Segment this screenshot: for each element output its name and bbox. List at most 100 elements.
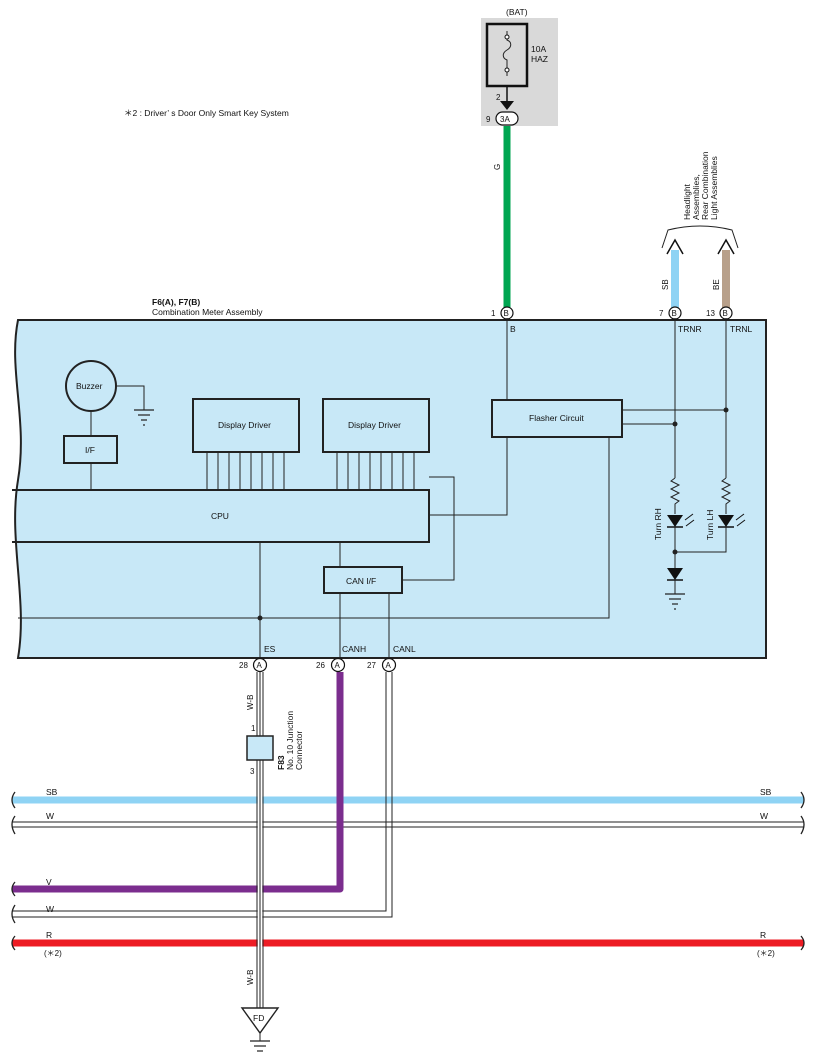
if-label: I/F <box>85 445 95 455</box>
bus-w1-left-label: W <box>46 811 54 821</box>
note-text: ＊2 : Driver’ s Door Only Smart Key Syste… <box>124 108 289 118</box>
bottom-pin-26-signal: CANH <box>342 644 366 654</box>
bus-w2-left-label: W <box>46 904 54 914</box>
destination-line-4: Light Assemblies <box>709 156 719 220</box>
fuse-symbol <box>502 31 512 76</box>
bottom-pin-27-conn: A <box>386 661 392 670</box>
bus-r-left-note: (＊2) <box>44 949 62 958</box>
top-pin-13-signal: TRNL <box>730 324 752 334</box>
junction-line-1: No. 10 Junction <box>285 711 295 770</box>
wire-be-label: BE <box>712 279 721 290</box>
flasher-ground-line <box>18 437 610 619</box>
destination-line-2: Assemblies, <box>691 174 701 220</box>
buzzer-ground-wire <box>116 385 145 410</box>
junction-line-2: Connector <box>294 731 304 770</box>
top-pin-1-signal: B <box>510 324 516 334</box>
lh-led-out <box>675 527 727 553</box>
junction-pin-top: 1 <box>251 724 256 733</box>
bottom-pin-26-conn: A <box>335 661 341 670</box>
bus-v-left-label: V <box>46 877 52 887</box>
bus-r-left-label: R <box>46 930 52 940</box>
bottom-pin-27-num: 27 <box>367 661 376 670</box>
led-junction-dot <box>672 549 678 555</box>
resistor-rh <box>669 477 681 514</box>
right-break-marks <box>800 791 805 951</box>
fuse-block-bg <box>481 18 558 126</box>
left-break-marks <box>11 791 16 951</box>
bus-w1-right-label: W <box>760 811 768 821</box>
fuse-arrow <box>500 101 514 110</box>
fuse-terminal-bottom <box>504 67 510 73</box>
wire-wb-top-label: W-B <box>246 695 255 710</box>
destination-bracket <box>661 225 739 249</box>
display-driver-1 <box>192 398 300 453</box>
top-pin-13-conn: B <box>723 309 728 318</box>
bus-v <box>12 672 344 893</box>
bus-sb-right-label: SB <box>760 787 772 797</box>
turn-lh-label: Turn LH <box>705 510 715 540</box>
top-pin-1-conn: B <box>504 309 509 318</box>
ground-fd-triangle <box>240 1007 280 1035</box>
arrow-sb <box>666 238 684 255</box>
bottom-pin-26-num: 26 <box>316 661 325 670</box>
ground-fd-label: FD <box>253 1013 264 1023</box>
connector-3a-label: 3A <box>500 115 510 124</box>
es-junction-dot <box>257 615 263 621</box>
flasher-label: Flasher Circuit <box>529 413 584 423</box>
fuse-source-label: (BAT) <box>506 7 528 17</box>
bottom-pin-26: A 26 <box>316 657 346 673</box>
junction-pin-bottom: 3 <box>250 767 255 776</box>
destination-line-3: Rear Combination <box>700 151 710 220</box>
fuse-pin: 2 <box>496 93 501 102</box>
bottom-pin-27: A 27 <box>367 657 397 673</box>
top-pin-13: B 13 TRNL <box>706 306 752 334</box>
display-driver-2-label: Display Driver <box>348 420 401 430</box>
junction-connector-f83 <box>246 735 274 761</box>
can-if-box <box>323 566 403 594</box>
cpu-to-canif <box>402 476 455 581</box>
display-driver-1-bus <box>206 452 285 490</box>
bottom-pin-28-signal: ES <box>264 644 276 654</box>
top-pin-7-signal: TRNR <box>678 324 702 334</box>
wire-wb-bottom-label: W-B <box>246 970 255 985</box>
connector-3a-pin: 9 <box>486 115 491 124</box>
ground-fd-icon <box>250 1040 270 1052</box>
top-pin-13-num: 13 <box>706 309 715 318</box>
meter-subtitle: Combination Meter Assembly <box>152 307 263 317</box>
lamp-ground-icon <box>665 593 685 610</box>
flasher-to-cpu <box>429 437 508 516</box>
can-if-label: CAN I/F <box>346 576 376 586</box>
buzzer-label: Buzzer <box>76 381 103 391</box>
wire-sb-label: SB <box>661 279 670 290</box>
fuse-terminal-top <box>504 34 510 40</box>
cpu-label: CPU <box>211 511 229 521</box>
display-driver-2 <box>322 398 430 453</box>
top-pin-7-conn: B <box>672 309 677 318</box>
wire-g-label: G <box>493 164 502 170</box>
buzzer-ground-icon <box>134 409 154 426</box>
bus-sb-left-label: SB <box>46 787 58 797</box>
destination-line-1: Headlight <box>682 183 692 220</box>
top-pin-1-num: 1 <box>491 309 496 318</box>
cpu-box <box>12 489 430 543</box>
bus-w-2b <box>12 672 393 918</box>
bottom-pin-28-conn: A <box>257 661 263 670</box>
display-driver-1-label: Display Driver <box>218 420 271 430</box>
resistor-lh <box>720 477 732 514</box>
fuse-rating: 10A <box>531 44 546 54</box>
meter-title: F6(A), F7(B) <box>152 297 200 307</box>
bottom-pin-28-num: 28 <box>239 661 248 670</box>
bus-r-right-note: (＊2) <box>757 949 775 958</box>
bus-r-right-label: R <box>760 930 766 940</box>
display-driver-2-bus <box>336 452 415 490</box>
arrow-be <box>717 238 735 255</box>
bottom-pin-27-signal: CANL <box>393 644 416 654</box>
connector-3a <box>495 111 519 126</box>
bus-w-2a <box>12 672 387 912</box>
destination-label: Headlight Assemblies, Rear Combination L… <box>682 151 719 220</box>
fuse-name: HAZ <box>531 54 548 64</box>
bottom-pin-28: A 28 <box>239 657 268 673</box>
flasher-circuit <box>491 399 623 438</box>
junction-id: F83 <box>276 755 286 770</box>
